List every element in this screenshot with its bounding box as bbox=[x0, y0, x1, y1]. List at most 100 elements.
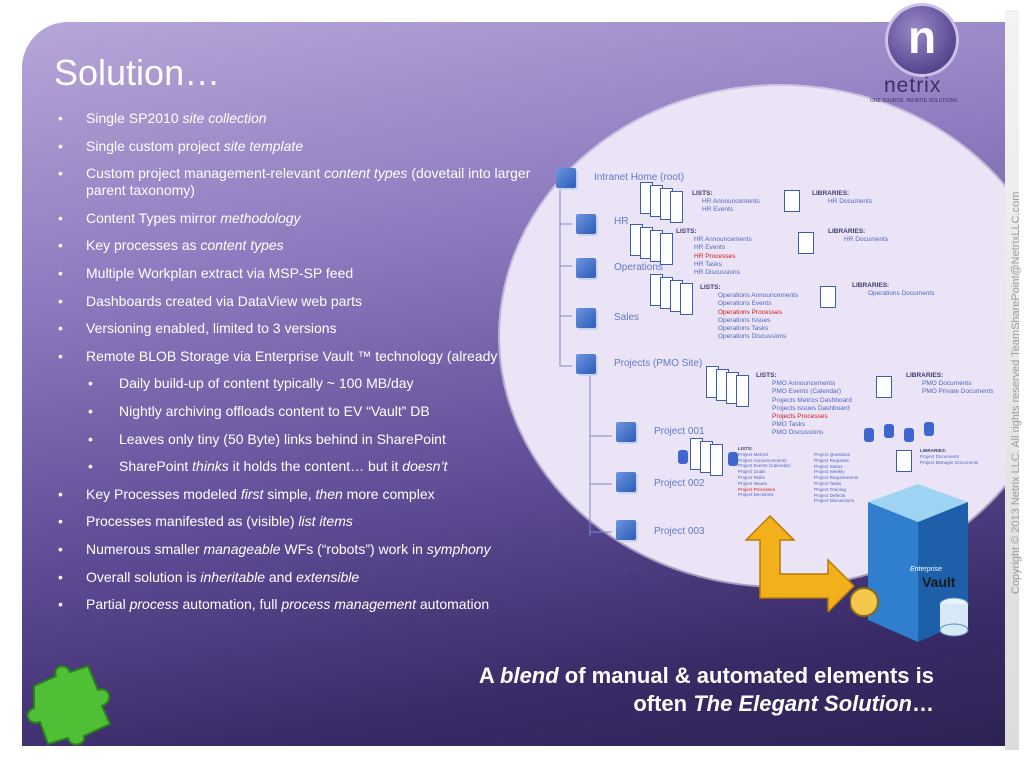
libraries-heading: LIBRARIES: bbox=[906, 372, 944, 379]
libraries-heading: LIBRARIES: bbox=[812, 190, 850, 197]
site-label: Projects (PMO Site) bbox=[614, 358, 703, 369]
text-run: Single SP2010 bbox=[86, 110, 183, 126]
sub-bullet-item: SharePoint thinks it holds the content… … bbox=[56, 458, 556, 475]
text-run: Partial bbox=[86, 596, 130, 613]
robot-icon bbox=[864, 428, 874, 442]
list-name: Projects Metrics Dashboard bbox=[772, 396, 852, 404]
list-name: Project Status bbox=[814, 463, 843, 469]
sub-bullet-item: Daily build-up of content typically ~ 10… bbox=[56, 375, 556, 392]
site-icon bbox=[576, 258, 596, 278]
list-name: Project Requirements bbox=[814, 475, 859, 481]
site-hierarchy-diagram: Intranet Home (root) HR Operations Sales… bbox=[500, 86, 1005, 586]
archive-arrow-icon bbox=[744, 514, 856, 612]
library-name: HR Documents bbox=[844, 236, 889, 244]
emphasis-text: doesn’t bbox=[402, 458, 448, 475]
vault-server-icon: Enterprise Vault bbox=[849, 474, 978, 644]
emphasis-text: inheritable bbox=[200, 568, 265, 585]
pmo-libraries: LIBRARIES: PMO Documents PMO Private Doc… bbox=[906, 372, 994, 397]
text-run: Daily build-up of content typically ~ 10… bbox=[119, 375, 414, 392]
bullet-item: Key processes as content types bbox=[56, 237, 556, 254]
emphasis-text: process management bbox=[281, 596, 416, 613]
site-label: Sales bbox=[614, 312, 640, 323]
bullet-item: Multiple Workplan extract via MSP-SP fee… bbox=[56, 265, 556, 282]
emphasis-text: process bbox=[129, 596, 179, 613]
library-name: Operations Documents bbox=[868, 290, 935, 298]
text-run: Leaves only tiny (50 Byte) links behind … bbox=[119, 430, 446, 447]
robot-icon bbox=[884, 424, 894, 438]
emphasis-text: content types bbox=[200, 237, 284, 254]
list-name: Operations Issues bbox=[718, 316, 771, 324]
bullet-item: Key Processes modeled first simple, then… bbox=[56, 486, 556, 503]
list-icon bbox=[680, 283, 693, 315]
list-name: HR Events bbox=[702, 206, 734, 214]
list-name: Project Decisions bbox=[738, 492, 774, 498]
bullet-list: Single SP2010 site collectionSingle cust… bbox=[56, 110, 556, 624]
library-name: PMO Private Documents bbox=[922, 388, 994, 396]
list-icon bbox=[670, 191, 683, 223]
list-name: Project Tasks bbox=[814, 480, 842, 486]
site-icon bbox=[616, 520, 636, 540]
bullet-item: Remote BLOB Storage via Enterprise Vault… bbox=[56, 348, 556, 365]
emphasis-text: manageable bbox=[203, 540, 281, 557]
bullet-item: Single custom project site template bbox=[56, 138, 556, 155]
list-name: PMO Events (Calendar) bbox=[772, 388, 841, 396]
ops-libraries: LIBRARIES: Operations Documents bbox=[852, 282, 934, 298]
tagline-line-1: A blend of manual & automated elements i… bbox=[382, 662, 934, 690]
lists-heading: LISTS: bbox=[676, 228, 697, 235]
library-icon bbox=[876, 376, 892, 398]
library-name: PMO Documents bbox=[922, 380, 972, 388]
emphasis-text: site template bbox=[223, 137, 304, 154]
lists-heading: LISTS: bbox=[738, 446, 753, 451]
site-label: Intranet Home (root) bbox=[594, 172, 685, 183]
list-name: Project Announcements bbox=[738, 457, 787, 463]
list-name: Projects Issues Dashboard bbox=[772, 404, 850, 412]
lists-heading: LISTS: bbox=[692, 190, 713, 197]
emphasis-text: first bbox=[240, 485, 264, 502]
slide: Solution… Single SP2010 site collectionS… bbox=[22, 22, 1005, 746]
list-name: Project Defects bbox=[814, 492, 846, 498]
bullet-item: Versioning enabled, limited to 3 version… bbox=[56, 320, 556, 337]
lists-heading: LISTS: bbox=[700, 284, 721, 291]
list-name: Operations Tasks bbox=[718, 325, 769, 333]
library-name: Project Documents bbox=[920, 453, 959, 459]
list-name: Operations Announcements bbox=[718, 292, 799, 300]
libraries-heading: LIBRARIES: bbox=[920, 448, 947, 453]
site-icon bbox=[616, 422, 636, 442]
list-name: HR Processes bbox=[694, 252, 736, 260]
home-lists: LISTS: HR Announcements HR Events bbox=[692, 190, 760, 215]
site-icon bbox=[556, 168, 576, 188]
text-run: Overall solution is bbox=[86, 568, 201, 585]
site-label: Project 002 bbox=[654, 478, 705, 489]
text-run: often bbox=[633, 691, 694, 716]
site-label: Project 001 bbox=[654, 426, 705, 437]
project-libraries: LIBRARIES: Project Documents Project Man… bbox=[920, 448, 978, 465]
text-run: (dovetail into larger parent taxonomy) bbox=[86, 165, 531, 199]
library-name: Project Manager Documents bbox=[920, 459, 979, 465]
puzzle-piece-icon bbox=[26, 664, 112, 746]
site-label: Operations bbox=[614, 262, 663, 273]
libraries-heading: LIBRARIES: bbox=[828, 228, 866, 235]
text-run: it holds the content… but it bbox=[228, 458, 403, 475]
list-name: HR Announcements bbox=[694, 236, 752, 244]
sub-bullet-item: Nightly archiving offloads content to EV… bbox=[56, 403, 556, 420]
list-name: PMO Announcements bbox=[772, 380, 836, 388]
slide-title: Solution… bbox=[54, 52, 221, 93]
emphasis-text: methodology bbox=[220, 209, 301, 226]
logo-letter: n bbox=[907, 11, 937, 63]
text-run: automation bbox=[415, 596, 490, 613]
list-name: PMO Tasks bbox=[772, 421, 806, 429]
emphasis-text: extensible bbox=[296, 568, 360, 585]
bullet-item: Overall solution is inheritable and exte… bbox=[56, 569, 556, 586]
hierarchy-lines bbox=[559, 186, 612, 536]
logo-wordmark: netrix bbox=[884, 74, 942, 97]
project-lists-2: Project Questions Project Requests Proje… bbox=[814, 452, 858, 504]
list-name: Project Discussions bbox=[814, 498, 855, 504]
text-run: WFs (“robots”) work in bbox=[280, 540, 427, 557]
list-name: Project Weekly bbox=[814, 469, 845, 475]
text-run: Content Types mirror bbox=[86, 209, 221, 226]
list-name: Operations Discussions bbox=[718, 333, 787, 341]
site-icon bbox=[576, 354, 596, 374]
text-run: Numerous smaller bbox=[86, 540, 204, 557]
library-icon bbox=[798, 232, 814, 254]
site-icon bbox=[616, 472, 636, 492]
